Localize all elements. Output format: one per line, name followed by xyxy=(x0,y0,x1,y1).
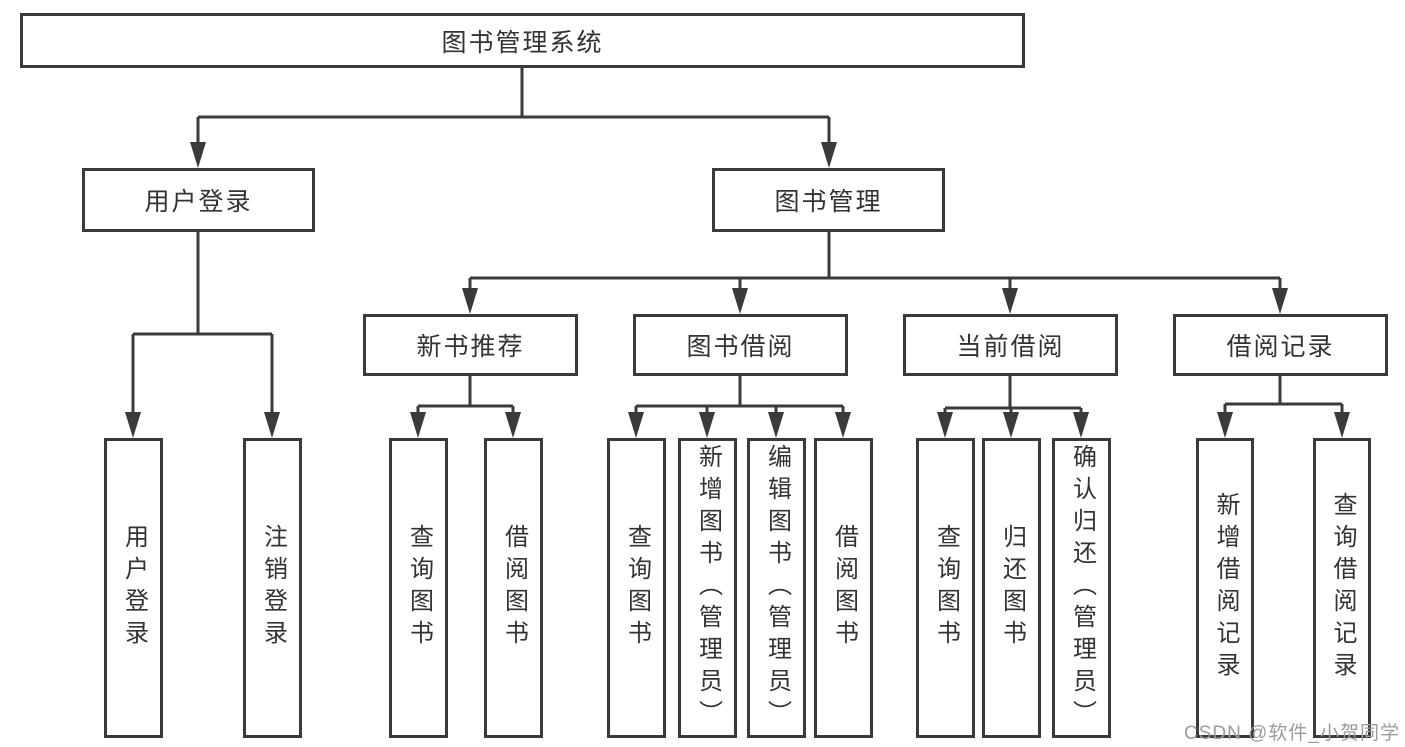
node-borrow-records: 借阅记录 xyxy=(1173,314,1388,376)
arrow-down-icon xyxy=(1217,412,1233,438)
arrow-down-icon xyxy=(1003,412,1019,438)
connector-root-split xyxy=(190,68,837,168)
leaf-logout: 注销登录 xyxy=(243,438,302,738)
arrow-down-icon xyxy=(190,142,206,168)
leaf-label: 查询借阅记录 xyxy=(1329,492,1356,684)
leaf-recommend-query-books: 查询图书 xyxy=(389,438,448,738)
leaf-label: 查询图书 xyxy=(932,524,960,652)
leaf-current-confirm-return-admin: 确认归还（管理员） xyxy=(1052,438,1111,738)
connector-recommend-split xyxy=(410,376,521,438)
arrow-down-icon xyxy=(821,142,837,168)
leaf-record-add-record: 新增借阅记录 xyxy=(1196,438,1254,738)
node-root-system: 图书管理系统 xyxy=(20,13,1025,68)
arrow-down-icon xyxy=(699,412,715,438)
arrow-down-icon xyxy=(835,412,851,438)
arrow-down-icon xyxy=(732,288,748,314)
leaf-label: 归还图书 xyxy=(998,524,1026,652)
node-label: 图书借阅 xyxy=(686,333,795,361)
arrow-down-icon xyxy=(628,412,644,438)
node-book-management: 图书管理 xyxy=(712,168,945,232)
leaf-borrow-borrow-books: 借阅图书 xyxy=(814,438,873,738)
leaf-borrow-query-books: 查询图书 xyxy=(607,438,666,738)
leaf-label: 查询图书 xyxy=(623,524,651,652)
node-label: 用户登录 xyxy=(144,188,253,216)
node-label: 图书管理系统 xyxy=(441,28,604,57)
arrow-down-icon xyxy=(264,412,280,438)
leaf-current-return-books: 归还图书 xyxy=(982,438,1041,738)
leaf-current-query-books: 查询图书 xyxy=(916,438,975,738)
leaf-record-query-record: 查询借阅记录 xyxy=(1313,438,1371,738)
node-label: 图书管理 xyxy=(774,188,883,216)
leaf-label: 用户登录 xyxy=(120,524,148,652)
arrow-down-icon xyxy=(1073,412,1089,438)
connector-current-split xyxy=(937,376,1089,438)
node-label: 新书推荐 xyxy=(416,333,525,361)
leaf-label: 注销登录 xyxy=(259,524,287,652)
leaf-label: 查询图书 xyxy=(405,524,433,652)
node-label: 借阅记录 xyxy=(1226,333,1335,361)
arrow-down-icon xyxy=(937,412,953,438)
node-current-borrow: 当前借阅 xyxy=(903,314,1118,376)
csdn-watermark: CSDN @软件_小贺同学 xyxy=(1184,723,1400,744)
leaf-borrow-edit-books-admin: 编辑图书（管理员） xyxy=(747,438,806,738)
node-user-login: 用户登录 xyxy=(82,168,315,232)
leaf-label: 确认归还（管理员） xyxy=(1068,444,1096,732)
arrow-down-icon xyxy=(1002,288,1018,314)
arrow-down-icon xyxy=(125,412,141,438)
arrow-down-icon xyxy=(768,412,784,438)
connector-borrow-split xyxy=(628,376,851,438)
arrow-down-icon xyxy=(1272,288,1288,314)
leaf-label: 借阅图书 xyxy=(830,524,858,652)
connector-user-split xyxy=(125,232,280,438)
node-label: 当前借阅 xyxy=(956,333,1065,361)
leaf-label: 新增图书（管理员） xyxy=(694,444,722,732)
arrow-down-icon xyxy=(1334,412,1350,438)
leaf-borrow-add-books-admin: 新增图书（管理员） xyxy=(678,438,737,738)
arrow-down-icon xyxy=(410,412,426,438)
connector-management-split xyxy=(462,232,1288,314)
leaf-label: 借阅图书 xyxy=(500,524,528,652)
node-book-borrow: 图书借阅 xyxy=(633,314,848,376)
leaf-recommend-borrow-books: 借阅图书 xyxy=(484,438,543,738)
connector-record-split xyxy=(1217,376,1350,438)
arrow-down-icon xyxy=(505,412,521,438)
node-new-book-recommend: 新书推荐 xyxy=(363,314,578,376)
arrow-down-icon xyxy=(462,288,478,314)
leaf-label: 新增借阅记录 xyxy=(1212,492,1239,684)
leaf-label: 编辑图书（管理员） xyxy=(763,444,791,732)
leaf-user-login: 用户登录 xyxy=(104,438,163,738)
